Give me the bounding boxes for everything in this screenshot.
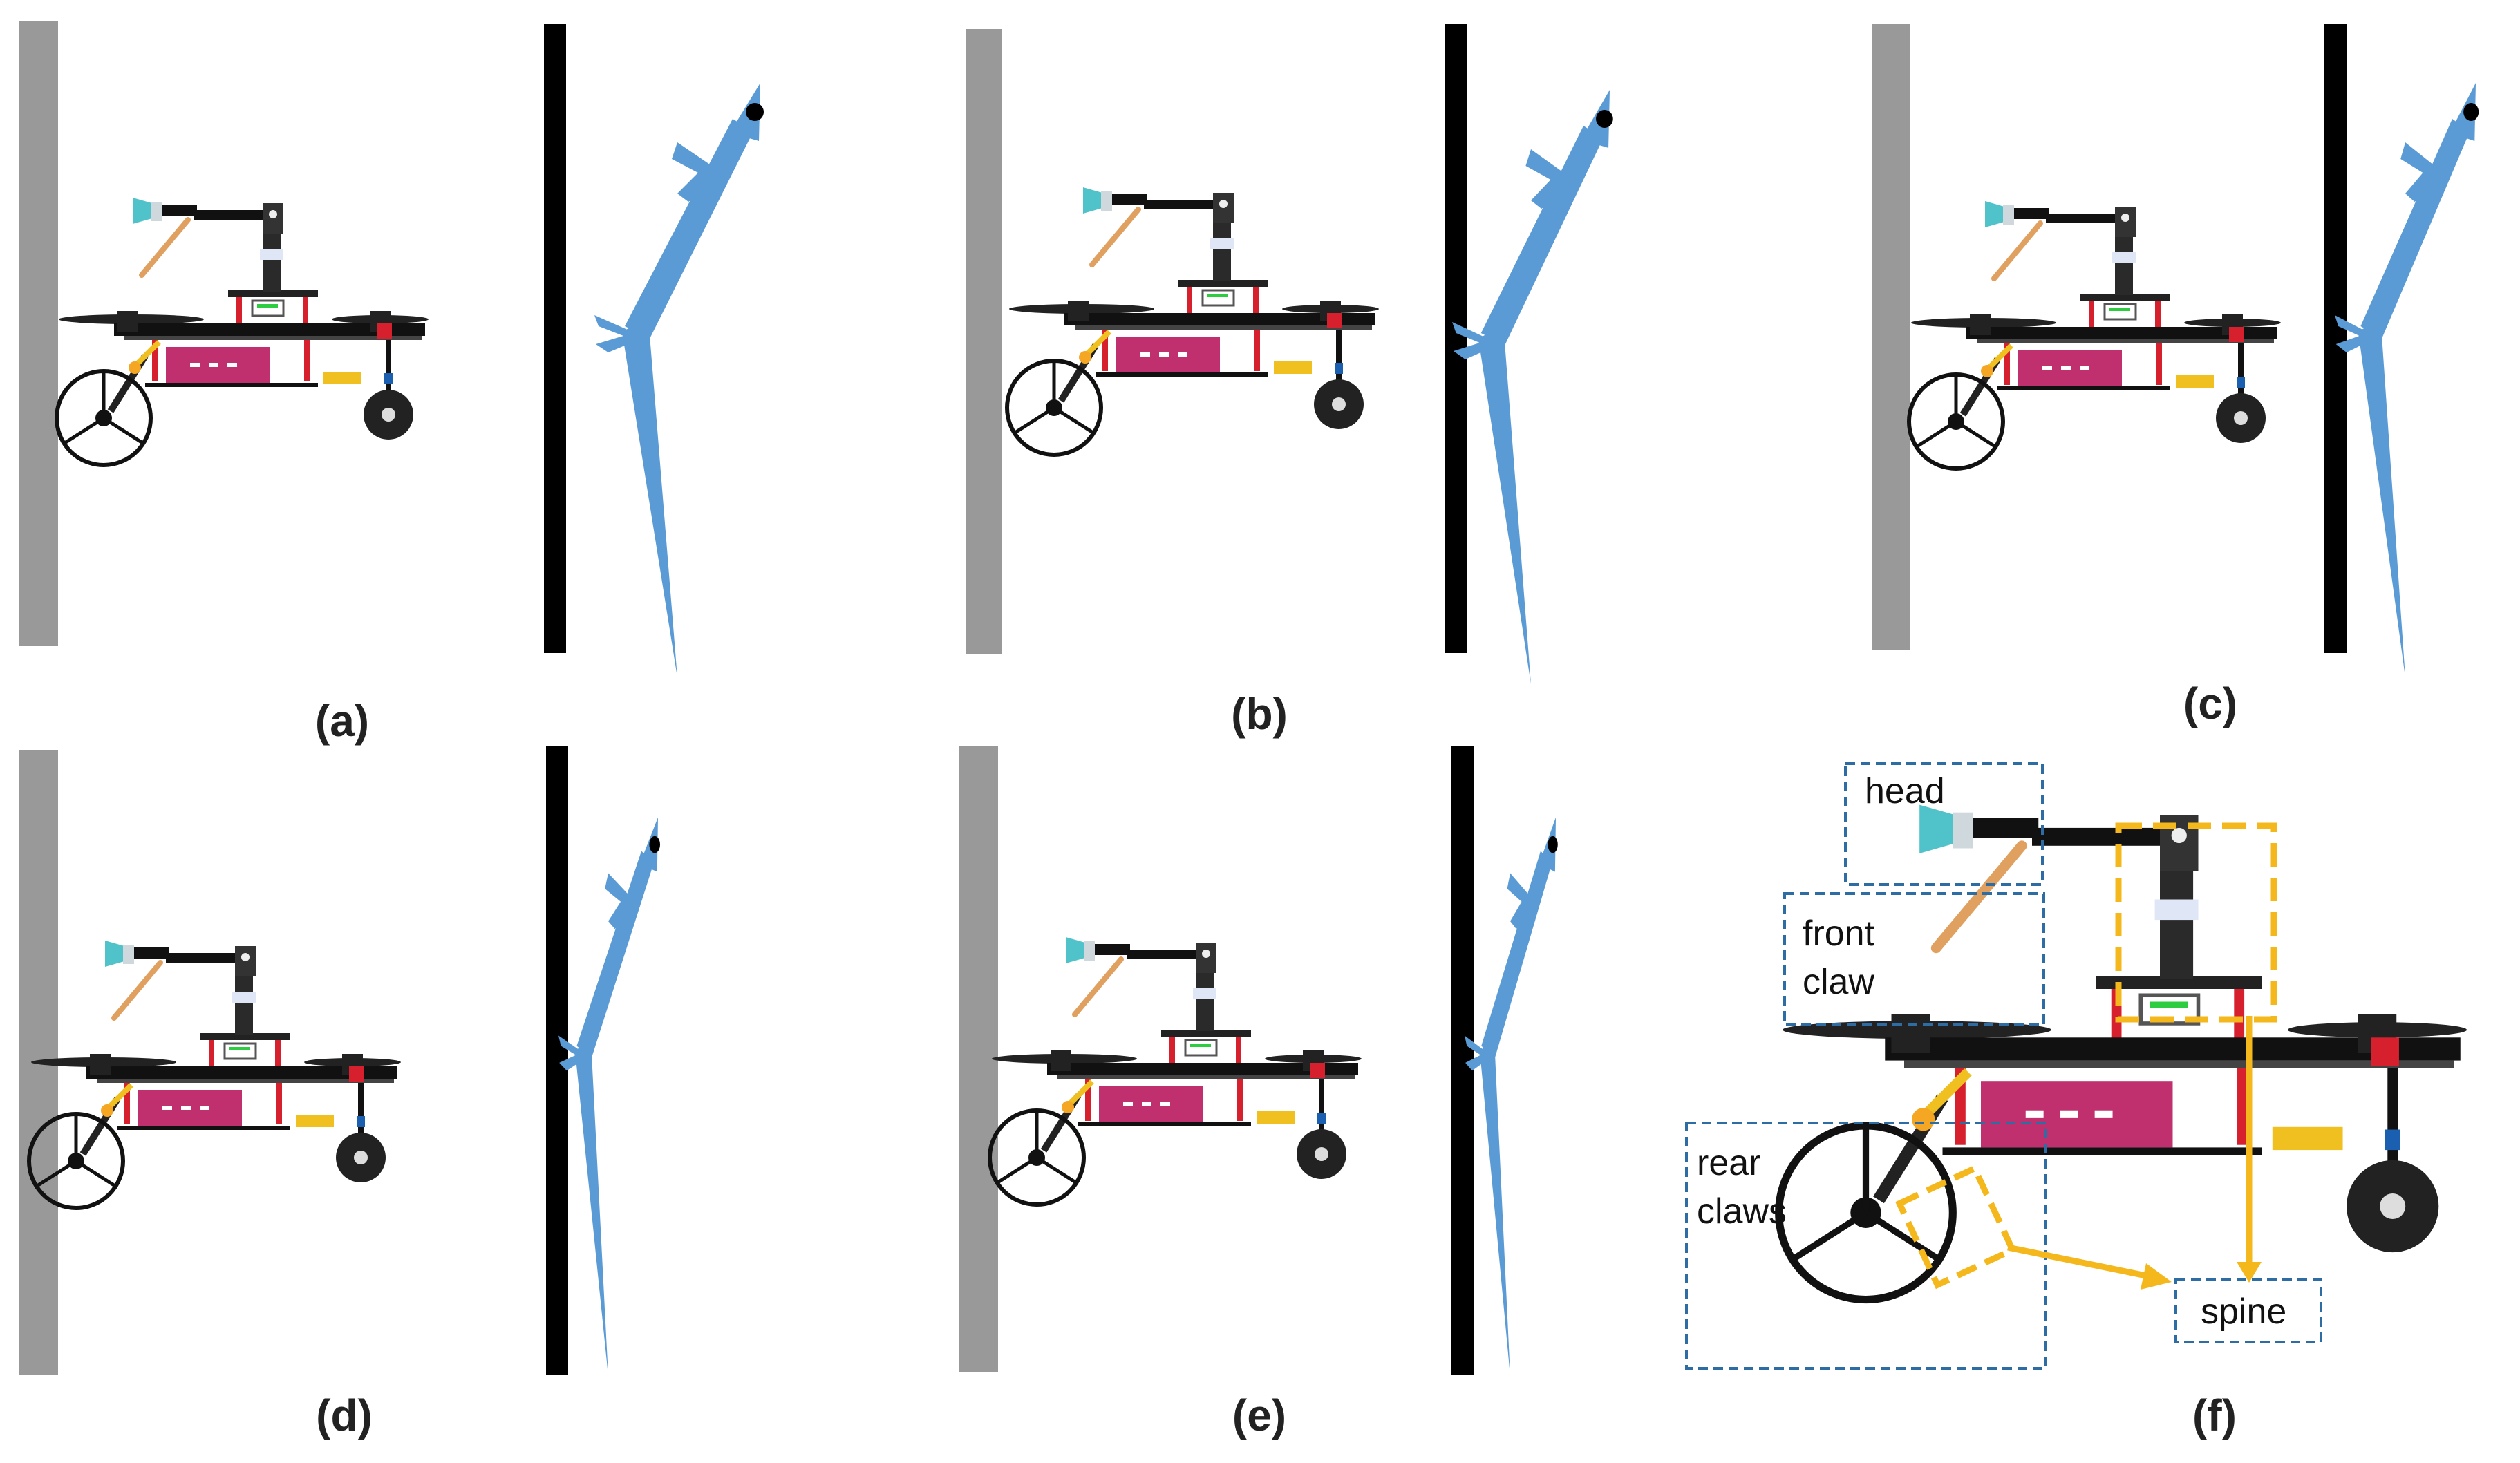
spine-box: [2174, 1278, 2322, 1343]
rear-claws-box: [1685, 1122, 2047, 1370]
panel-d: (d): [19, 746, 660, 1440]
lizard-silhouette-icon: [1465, 817, 1558, 1376]
panel-label-e: (e): [1232, 1390, 1286, 1440]
wall: [19, 21, 58, 646]
panel-label-a: (a): [315, 696, 369, 746]
robot-icon: [1007, 187, 1379, 455]
panel-a: (a): [19, 21, 764, 746]
arrow-head-down-icon: [2237, 1262, 2262, 1283]
robot-icon: [29, 941, 401, 1208]
rear-claws-label-2: claws: [1697, 1191, 1787, 1231]
lizard-silhouette-icon: [594, 83, 764, 677]
panel-e: (e): [959, 746, 1558, 1440]
panel-b: (b): [966, 24, 1613, 739]
panel-label-f: (f): [2192, 1390, 2237, 1440]
lizard-silhouette-icon: [2335, 83, 2479, 677]
panel-label-d: (d): [316, 1390, 373, 1440]
spine-highlight-leg: [1895, 1164, 2017, 1290]
wall: [1872, 24, 1910, 650]
wall: [966, 29, 1002, 654]
spine-label: spine: [2201, 1292, 2286, 1332]
robot-icon: [990, 937, 1362, 1205]
spine-arrow-horizontal: [2007, 1244, 2150, 1280]
front-claw-label-1: front: [1803, 914, 1875, 954]
spine-highlight-arm: [2115, 822, 2277, 1023]
front-claw-label-2: claw: [1803, 962, 1874, 1002]
wall-line: [1445, 24, 1467, 653]
arrow-head-right-icon: [2141, 1263, 2172, 1290]
lizard-silhouette-icon: [558, 817, 660, 1376]
front-claw-box: [1783, 892, 2045, 1026]
panel-label-c: (c): [2183, 679, 2237, 728]
wall-line: [2324, 24, 2347, 653]
head-box: [1844, 762, 2044, 886]
robot-icon: [1909, 201, 2281, 469]
head-label: head: [1865, 771, 1945, 811]
panel-f: head front claw rear claws spine (f): [1685, 762, 2467, 1440]
robot-icon: [57, 198, 429, 465]
wall: [959, 746, 998, 1372]
panel-label-b: (b): [1231, 689, 1288, 739]
panel-c: (c): [1872, 24, 2479, 728]
wall-line: [544, 24, 566, 653]
rear-claws-label-1: rear: [1697, 1143, 1760, 1183]
robot-icon: [1779, 805, 2467, 1300]
lizard-silhouette-icon: [1452, 90, 1613, 684]
